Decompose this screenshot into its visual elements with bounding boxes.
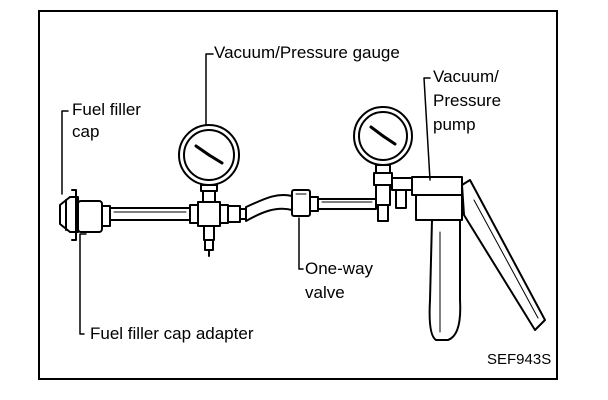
leader-lines (61, 53, 431, 335)
leader-pump (423, 77, 431, 181)
label-fuel-filler-cap-line2: cap (72, 122, 100, 141)
leader-valve (298, 217, 304, 270)
hose-gauge-to-valve (245, 194, 293, 222)
label-gauge: Vacuum/Pressure gauge (214, 43, 400, 62)
hose-valve-to-pump (309, 196, 377, 212)
label-pump-line1: Vacuum/ (433, 67, 499, 86)
pump-manifold (373, 172, 419, 222)
leader-adapter (79, 233, 87, 335)
leader-fuel-filler-cap (61, 110, 69, 195)
label-valve-line2: valve (305, 283, 345, 302)
gauge-tee-fitting (197, 189, 229, 257)
figure-code: SEF943S (487, 351, 552, 368)
pump-gauge (353, 106, 413, 174)
vacuum-pressure-gauge (178, 124, 240, 192)
label-fuel-filler-cap-line1: Fuel filler (72, 100, 141, 119)
one-way-valve (291, 189, 311, 217)
fuel-filler-cap (59, 189, 79, 241)
diagram-frame (38, 10, 558, 380)
label-valve-line1: One-way (305, 259, 374, 278)
hose-coupling (227, 205, 247, 223)
leader-gauge (205, 53, 214, 126)
fuel-filler-cap-adapter (77, 200, 111, 233)
label-pump-line2: Pressure (433, 91, 502, 110)
vacuum-pressure-pump (411, 176, 546, 341)
label-adapter: Fuel filler cap adapter (90, 324, 254, 343)
hose-adapter-to-gauge (109, 204, 199, 224)
label-pump-line3: pump (433, 115, 476, 134)
